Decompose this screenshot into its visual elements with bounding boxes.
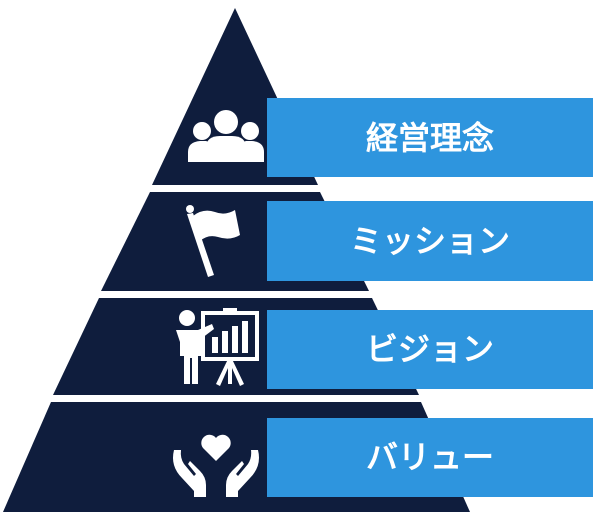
flag-icon	[186, 205, 240, 277]
level-bar-1	[267, 98, 593, 177]
level-bar-2	[267, 201, 593, 281]
level-label-2: ミッション	[350, 222, 510, 260]
level-label-1: 経営理念	[366, 119, 494, 157]
level-bar-3	[267, 310, 593, 389]
presentation-chart-icon	[176, 308, 259, 386]
heart-in-hands-icon	[173, 434, 259, 497]
people-group-icon	[188, 110, 264, 162]
level-bar-4	[267, 418, 593, 497]
level-label-4: バリュー	[366, 438, 494, 476]
level-label-3: ビジョン	[366, 330, 494, 368]
